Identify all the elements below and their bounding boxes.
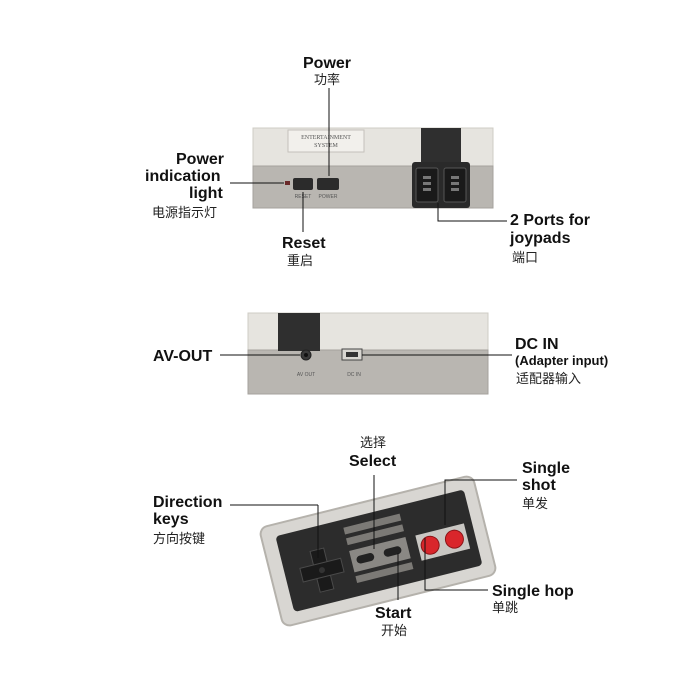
power-indication-line2: indication [145, 168, 221, 185]
b-button [420, 535, 440, 555]
single-hop-label: Single hop [492, 583, 574, 600]
ports-label-zh: 端口 [512, 251, 539, 266]
power-indication-line1: Power [176, 151, 225, 168]
plate-text-line1: ENTERTAINMENT [301, 135, 351, 141]
av-silk: AV OUT [297, 372, 315, 378]
select-label-zh: 选择 [360, 436, 387, 451]
power-indication-line3: light [189, 185, 223, 202]
select-button [356, 553, 375, 564]
start-button [383, 546, 402, 557]
power-silk: POWER [319, 194, 338, 200]
ports-label-line2: joypads [510, 230, 571, 247]
direction-label-line2: keys [153, 511, 189, 528]
ports-label-line1: 2 Ports for [510, 212, 591, 229]
plate-text-line2: SYSTEM [314, 143, 338, 149]
single-shot-zh: 单发 [522, 497, 549, 512]
start-label: Start [375, 605, 412, 622]
reset-button [293, 178, 313, 190]
dc-in-label-zh: 适配器输入 [516, 372, 582, 387]
reset-label-zh: 重启 [287, 254, 314, 269]
controller-illustration [259, 475, 497, 627]
start-label-zh: 开始 [381, 624, 408, 639]
av-out-label: AV-OUT [153, 348, 213, 365]
single-shot-line1: Single [522, 460, 571, 477]
a-button [444, 529, 464, 549]
select-label: Select [349, 453, 397, 470]
dc-in-label: DC IN [515, 336, 559, 353]
power-button [317, 178, 339, 190]
single-shot-line2: shot [522, 477, 556, 494]
power-label-zh: 功率 [314, 73, 341, 88]
dc-silk: DC IN [347, 372, 361, 378]
console-rear-view: AV OUT DC IN [247, 312, 489, 395]
power-indication-zh: 电源指示灯 [152, 206, 218, 221]
power-label: Power [303, 55, 352, 72]
power-led [285, 181, 290, 185]
direction-label-zh: 方向按键 [153, 532, 206, 547]
reset-label: Reset [282, 235, 326, 252]
dc-in-sub-label: (Adapter input) [515, 353, 609, 368]
direction-label-line1: Direction [153, 494, 223, 511]
single-hop-zh: 单跳 [492, 601, 519, 616]
leader-lines [220, 88, 517, 600]
console-front-view: ENTERTAINMENT SYSTEM RESET POWER [252, 127, 494, 209]
